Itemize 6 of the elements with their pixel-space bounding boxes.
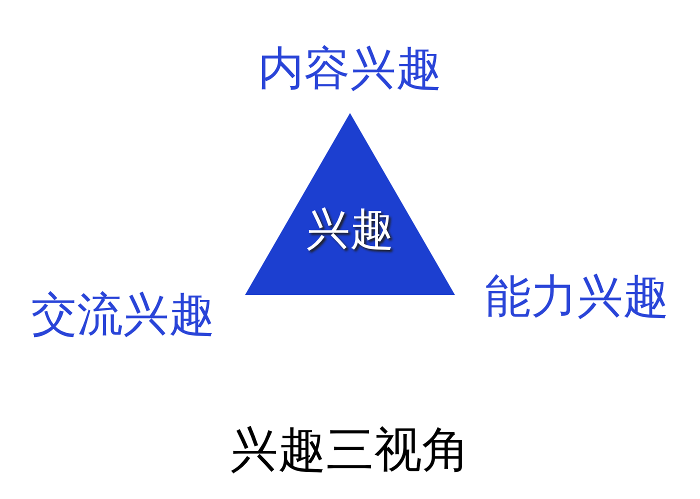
triangle: [245, 113, 455, 295]
node-text: 兴趣: [306, 208, 394, 252]
label-text: 交流兴趣: [31, 286, 215, 343]
label-text: 内容兴趣: [258, 40, 442, 97]
label-text: 能力兴趣: [485, 268, 669, 325]
caption: 兴趣三视角: [230, 421, 470, 480]
